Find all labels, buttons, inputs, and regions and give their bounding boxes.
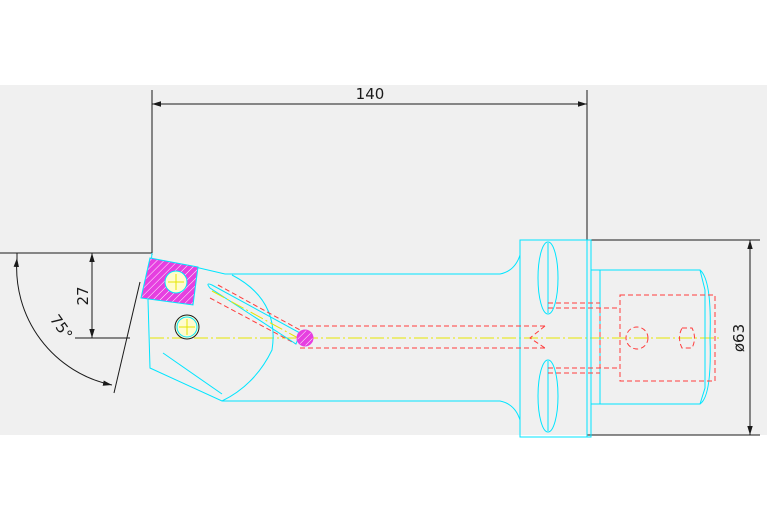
dimension-length: 140 <box>151 85 588 255</box>
dimension-offset-label: 27 <box>74 286 92 305</box>
hidden-features <box>209 284 716 382</box>
clamp-slot <box>207 283 301 345</box>
dimension-diameter: ø63 <box>587 239 760 436</box>
drawing-area <box>0 85 767 435</box>
cutting-insert <box>140 257 199 306</box>
tool-body-outline <box>147 240 521 437</box>
clamp-screw <box>174 314 200 340</box>
dimension-length-label: 140 <box>356 85 385 103</box>
coolant-outlet <box>296 329 314 347</box>
flange <box>519 239 592 438</box>
dimension-diameter-label: ø63 <box>730 324 748 352</box>
